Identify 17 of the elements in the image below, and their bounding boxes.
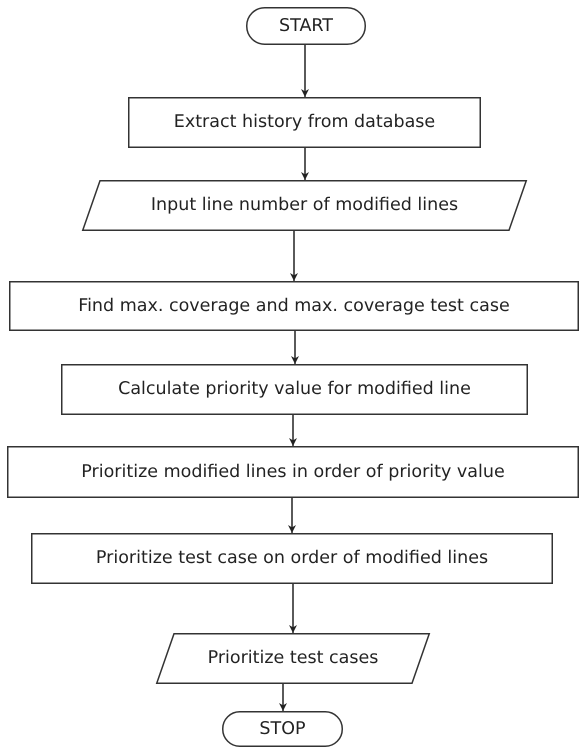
step-text: START bbox=[279, 16, 333, 36]
arrow bbox=[291, 331, 299, 364]
arrow bbox=[289, 584, 297, 633]
step-text: Input line number of modified lines bbox=[150, 195, 458, 216]
step-text: Calculate priority value for modified line bbox=[118, 379, 471, 400]
arrow bbox=[301, 148, 309, 180]
arrow bbox=[288, 498, 296, 533]
step-text: STOP bbox=[259, 718, 306, 740]
arrow bbox=[301, 45, 309, 97]
step-text: Prioritize test case on order of modified lines bbox=[96, 548, 488, 569]
arrow bbox=[290, 231, 298, 281]
arrow bbox=[289, 415, 297, 446]
arrow bbox=[279, 684, 287, 711]
step-text: Extract history from database bbox=[174, 112, 436, 133]
step-text: Prioritize modified lines in order of priority value bbox=[81, 462, 505, 482]
step-text: Prioritize test cases bbox=[208, 648, 378, 669]
step-text: Find max. coverage and max. coverage test case bbox=[78, 296, 510, 316]
